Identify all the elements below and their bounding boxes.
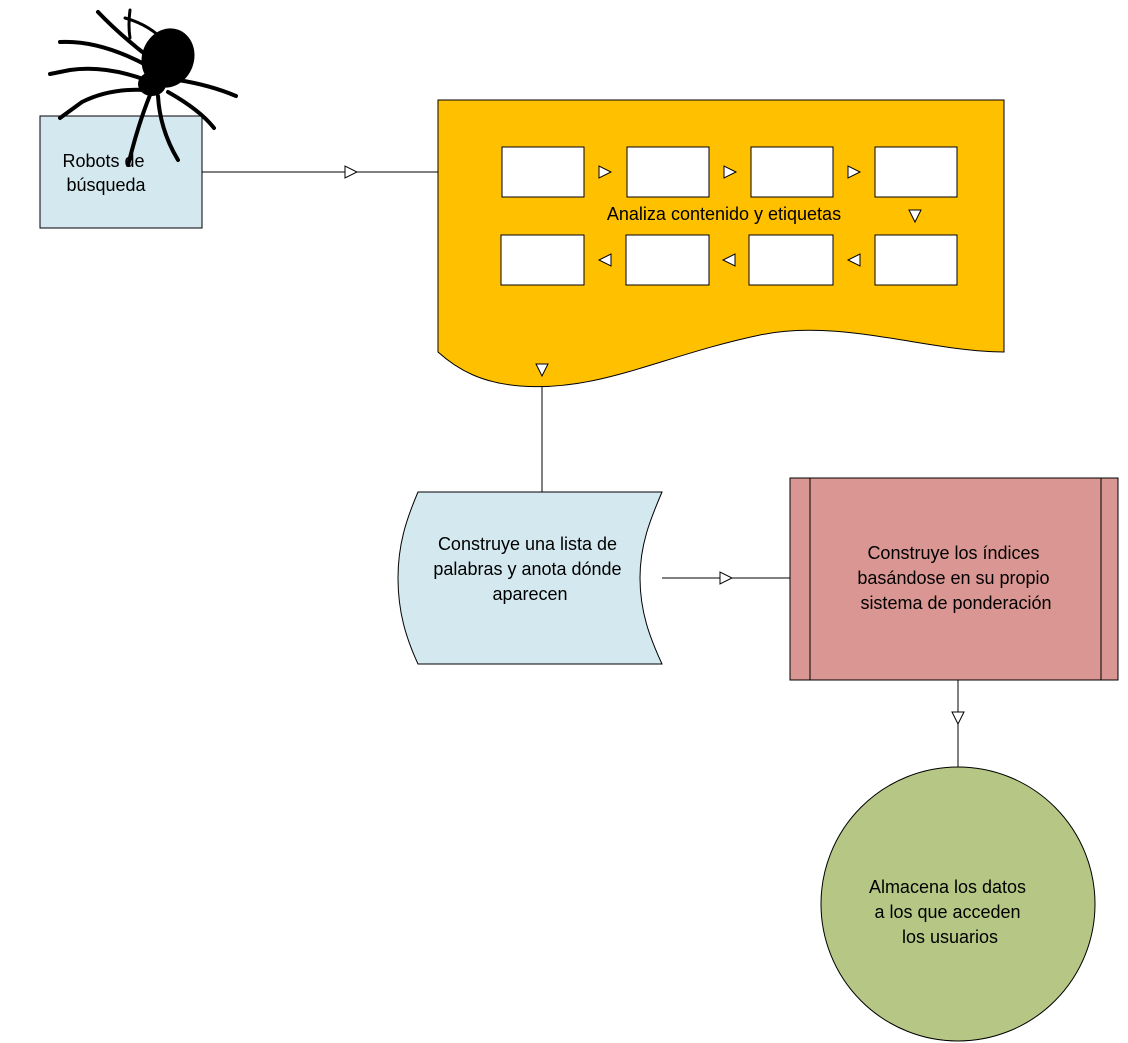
store-label-line-2: a los que acceden [874, 902, 1020, 922]
analyze-step-6 [748, 234, 834, 286]
robots-label-line-1: Robots de [62, 151, 144, 171]
arrowhead-step2-to-step3 [723, 165, 738, 179]
arrowheads [344, 165, 965, 726]
arrowhead-step6-to-step7 [721, 253, 736, 267]
robots-box [39, 115, 203, 229]
analyze-step-7 [625, 234, 710, 286]
wordlist-label-line-3: aparecen [492, 584, 567, 604]
wordlist-shape [397, 491, 663, 665]
indices-label: Construye los índices basándose en su pr… [857, 543, 1054, 613]
wordlist-label: Construye una lista de palabras y anota … [433, 534, 626, 604]
wordlist-label-line-1: Construye una lista de [438, 534, 617, 554]
analyze-step-3 [750, 146, 834, 198]
arrowhead-indices-to-store [951, 711, 965, 726]
arrowhead-step4-to-step5 [908, 209, 922, 224]
arrowhead-step7-to-step8 [597, 253, 612, 267]
analyze-step-4 [874, 146, 958, 198]
store-label: Almacena los datos a los que acceden los… [869, 877, 1031, 947]
indices-label-line-2: basándose en su propio [857, 568, 1049, 588]
spider-icon [48, 8, 238, 167]
wordlist-label-line-2: palabras y anota dónde [433, 559, 621, 579]
arrowhead-step3-to-step4 [847, 165, 862, 179]
store-label-line-1: Almacena los datos [869, 877, 1026, 897]
arrowhead-analyze-to-wordlist [535, 363, 549, 378]
indices-label-line-1: Construye los índices [867, 543, 1039, 563]
arrowhead-step1-to-step2 [598, 165, 613, 179]
arrowhead-robots-to-analyze [344, 165, 359, 179]
robots-label-line-2: búsqueda [66, 175, 146, 195]
store-circle [820, 766, 1096, 1042]
analyze-step-8 [500, 234, 585, 286]
analyze-step-2 [626, 146, 710, 198]
arrowhead-wordlist-to-indices [719, 571, 734, 585]
analyze-step-5 [874, 234, 958, 286]
robots-label: Robots de búsqueda [62, 151, 149, 195]
indices-label-line-3: sistema de ponderación [860, 593, 1051, 613]
indices-box [789, 477, 1119, 681]
store-label-line-3: los usuarios [902, 927, 998, 947]
arrowhead-step5-to-step6 [846, 253, 861, 267]
analyze-label: Analiza contenido y etiquetas [607, 204, 841, 224]
analyze-step-1 [501, 146, 585, 198]
